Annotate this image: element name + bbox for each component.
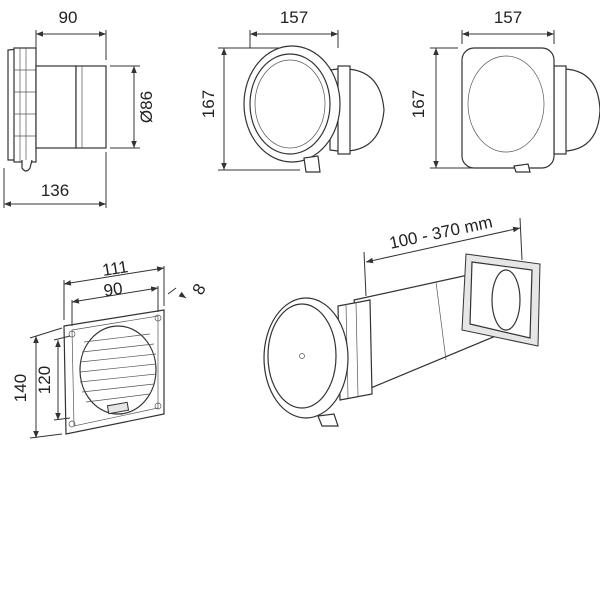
front-square-height-label: 167 (409, 90, 428, 118)
assembly-length-label: 100 - 370 mm (388, 212, 495, 252)
front-square-width-label: 157 (494, 8, 522, 27)
grille-view: 111 90 8 140 120 (11, 257, 210, 439)
front-square-view: 157 167 (409, 8, 600, 173)
front-round-width-label: 157 (280, 8, 308, 27)
assembly-view: 100 - 370 mm (263, 212, 541, 427)
front-round-height-label: 167 (199, 90, 218, 118)
grille-inner-height-label: 120 (35, 366, 54, 394)
grille-outer-width-label: 111 (101, 257, 129, 280)
grille-thickness-label: 8 (189, 280, 210, 298)
front-round-view: 157 167 (199, 8, 385, 173)
grille-inner-width-label: 90 (102, 279, 124, 301)
side-width-label: 90 (59, 8, 78, 27)
side-view: 90 Ø86 136 (3, 8, 156, 208)
grille-outer-height-label: 140 (11, 374, 30, 402)
side-depth-label: 136 (41, 181, 69, 200)
side-diameter-label: Ø86 (137, 91, 156, 123)
